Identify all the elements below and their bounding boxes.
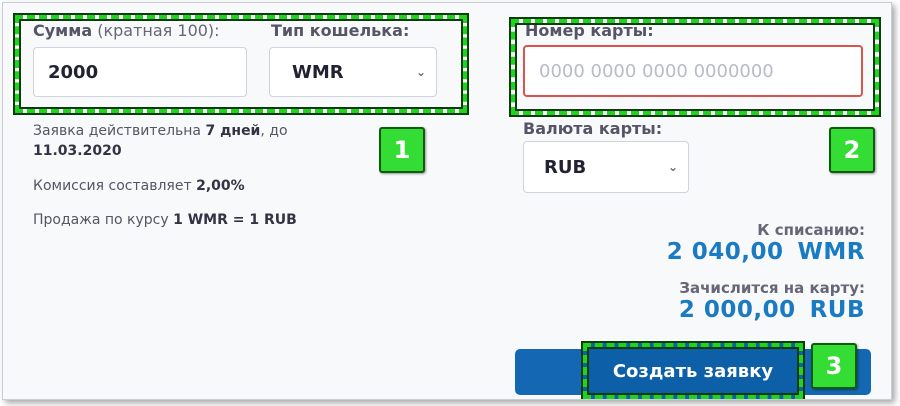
card-currency-label: Валюта карты: <box>523 119 663 138</box>
debit-label: К списанию: <box>757 221 865 239</box>
highlight-box-1 <box>15 15 467 113</box>
card-number-label: Номер карты: <box>525 21 654 40</box>
exchange-form: Сумма (кратная 100): 2000 Тип кошелька: … <box>2 2 892 400</box>
wallet-type-select[interactable]: WMR ⌄ <box>269 47 437 97</box>
badge-1: 1 <box>379 127 425 173</box>
card-currency-value: RUB <box>544 156 587 178</box>
amount-input[interactable]: 2000 <box>33 47 247 97</box>
amount-label: Сумма (кратная 100): <box>33 21 220 40</box>
card-number-input[interactable]: 0000 0000 0000 0000000 <box>523 45 863 97</box>
credit-label: Зачислится на карту: <box>679 279 865 297</box>
validity-info: Заявка действительна 7 дней, до 11.03.20… <box>33 123 288 159</box>
rate-info: Продажа по курсу 1 WMR = 1 RUB <box>33 212 297 228</box>
commission-info: Комиссия составляет 2,00% <box>33 178 245 194</box>
wallet-type-label: Тип кошелька: <box>271 21 410 40</box>
badge-2: 2 <box>829 127 875 173</box>
card-currency-select[interactable]: RUB ⌄ <box>523 141 689 193</box>
wallet-type-value: WMR <box>292 61 344 83</box>
create-request-button[interactable]: Создать заявку <box>583 343 803 399</box>
card-number-placeholder: 0000 0000 0000 0000000 <box>539 60 774 82</box>
chevron-down-icon: ⌄ <box>667 160 678 174</box>
chevron-down-icon: ⌄ <box>415 65 426 79</box>
amount-value: 2000 <box>48 61 99 83</box>
badge-3: 3 <box>811 343 857 389</box>
highlight-box-2 <box>511 19 879 115</box>
